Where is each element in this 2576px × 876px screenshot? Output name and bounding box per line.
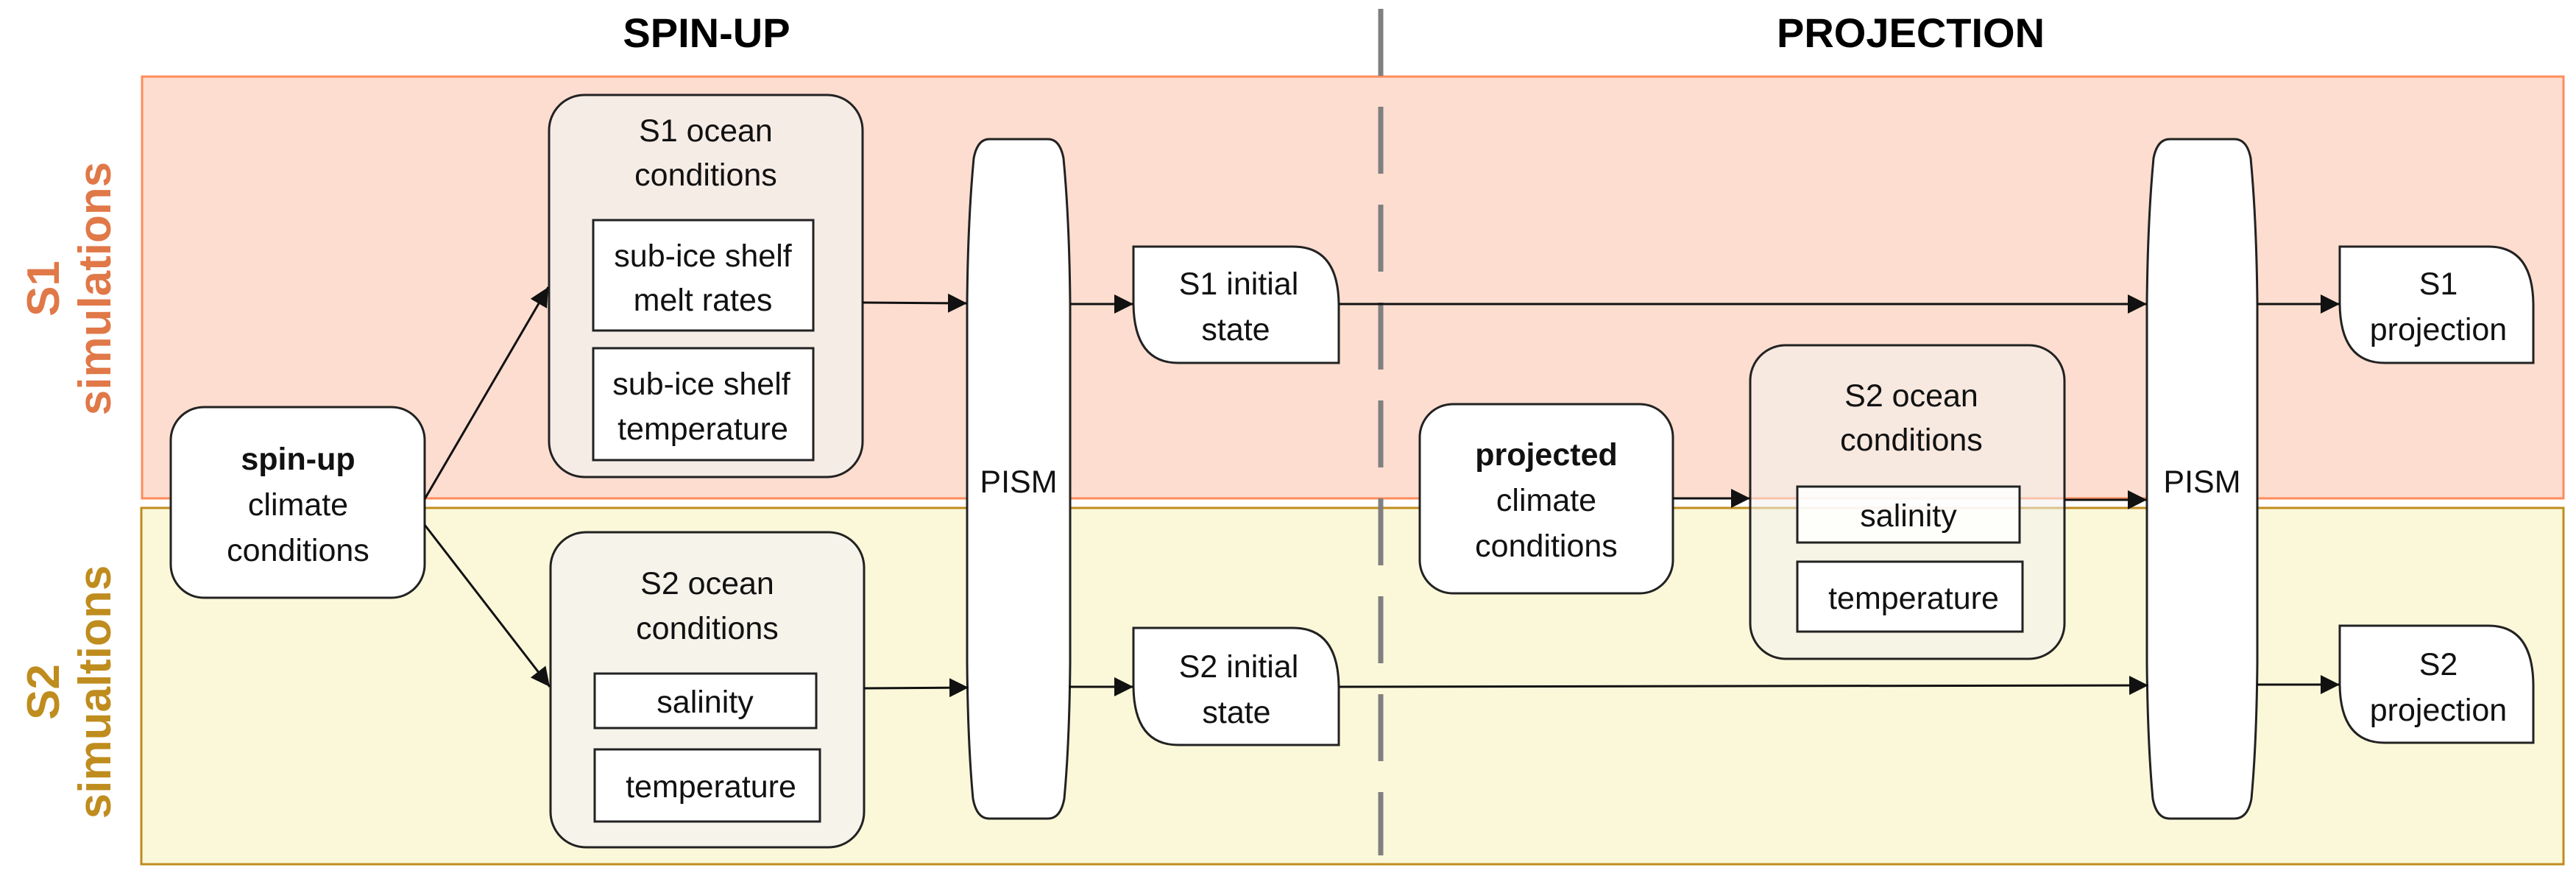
melt-rates-label-line2: melt rates — [634, 283, 773, 318]
spinup-pism-label: PISM — [980, 465, 1057, 500]
projection-s2-ocean-item[interactable]: temperature — [1796, 560, 2024, 633]
projected-climate-node[interactable]: projected climate conditions — [1418, 403, 1674, 595]
s2-lane-label-line1: S2 — [18, 664, 69, 720]
spinup-s1-ocean-node[interactable]: S1 ocean conditions sub-ice shelf melt r… — [548, 93, 864, 478]
projection-temperature-label: temperature — [1828, 581, 1999, 616]
s1-lane-label: S1 simulations — [18, 162, 121, 416]
spinup-s1-ocean-title-line2: conditions — [634, 158, 777, 193]
spinup-temperature-box — [593, 748, 821, 823]
melt-rates-box — [592, 219, 815, 332]
s1-initial-state-line2: state — [1201, 312, 1270, 347]
spinup-s2-ocean-title-line2: conditions — [636, 611, 779, 646]
projection-pism-shape — [2145, 138, 2259, 820]
projection-salinity-label: salinity — [1860, 498, 1957, 534]
shelf-temperature-label-line1: sub-ice shelf — [612, 367, 790, 402]
spinup-s2-ocean-item[interactable]: salinity — [593, 672, 818, 730]
phase-title-projection: PROJECTION — [1777, 10, 2045, 56]
s1-initial-state-line1: S1 initial — [1179, 266, 1299, 302]
arrow-s2-initial-to-pism — [1338, 676, 2149, 696]
projection-pism-label: PISM — [2163, 465, 2240, 500]
s1-lane-label-line1: S1 — [18, 261, 69, 317]
projected-climate-label-line2: climate — [1496, 483, 1596, 518]
s1-initial-state-shape — [1132, 245, 1340, 364]
spinup-salinity-label: salinity — [657, 685, 754, 720]
phase-title-spinup: SPIN-UP — [623, 10, 790, 56]
spinup-climate-label-line3: conditions — [227, 533, 369, 568]
projected-climate-bold-label: projected — [1475, 437, 1618, 473]
spinup-salinity-box — [593, 672, 818, 730]
s1-projection-node[interactable]: S1 projection — [2338, 245, 2535, 364]
projection-s2-ocean-item[interactable]: salinity — [1796, 485, 2021, 544]
arrow-climate-to-s2-ocean — [423, 524, 551, 688]
projection-s2-ocean-title-line1: S2 ocean — [1844, 378, 1978, 414]
s1-projection-line2: projection — [2370, 312, 2507, 347]
s2-lane-label-line2: simualtions — [70, 565, 121, 819]
shelf-temperature-box — [592, 347, 815, 462]
spinup-s1-ocean-title-line1: S1 ocean — [639, 113, 773, 149]
projection-s2-ocean-node[interactable]: S2 ocean conditions salinity temperature — [1749, 344, 2066, 660]
spinup-climate-bold-label: spin-up — [241, 442, 355, 477]
s2-initial-state-line1: S2 initial — [1179, 649, 1299, 685]
spinup-s2-ocean-item[interactable]: temperature — [593, 748, 821, 823]
s1-projection-line1: S1 — [2419, 266, 2458, 302]
melt-rates-label-line1: sub-ice shelf — [614, 239, 792, 274]
spinup-pism-node[interactable]: PISM — [966, 138, 1072, 820]
shelf-temperature-label-line2: temperature — [618, 411, 788, 447]
spinup-climate-box — [169, 406, 426, 599]
s2-projection-line2: projection — [2370, 693, 2507, 728]
s2-projection-line1: S2 — [2419, 647, 2458, 682]
spinup-temperature-label: temperature — [626, 769, 796, 805]
arrow-climate-to-s1-ocean — [423, 286, 550, 500]
spinup-pism-shape — [966, 138, 1072, 820]
s1-projection-shape — [2338, 245, 2535, 364]
s2-projection-node[interactable]: S2 projection — [2338, 624, 2535, 744]
s1-initial-state-node[interactable]: S1 initial state — [1132, 245, 1340, 364]
s2-initial-state-node[interactable]: S2 initial state — [1132, 626, 1340, 746]
spinup-s1-ocean-item[interactable]: sub-ice shelf temperature — [592, 347, 815, 462]
projection-pism-node[interactable]: PISM — [2145, 138, 2259, 820]
s2-projection-shape — [2338, 624, 2535, 744]
projection-s2-ocean-title-line2: conditions — [1840, 423, 1983, 458]
spinup-s1-ocean-item[interactable]: sub-ice shelf melt rates — [592, 219, 815, 332]
spinup-climate-node[interactable]: spin-up climate conditions — [169, 406, 426, 599]
projection-temperature-box — [1796, 560, 2024, 633]
projection-salinity-box — [1796, 485, 2021, 544]
s2-lane-label: S2 simualtions — [18, 565, 121, 819]
spinup-climate-label-line2: climate — [248, 487, 348, 523]
projected-climate-label-line3: conditions — [1475, 529, 1618, 564]
s2-initial-state-line2: state — [1202, 695, 1270, 730]
spinup-s2-ocean-title-line1: S2 ocean — [640, 566, 774, 601]
s2-initial-state-shape — [1132, 626, 1340, 746]
spinup-s2-ocean-node[interactable]: S2 ocean conditions salinity temperature — [549, 531, 866, 849]
s1-lane-label-line2: simulations — [70, 162, 121, 416]
